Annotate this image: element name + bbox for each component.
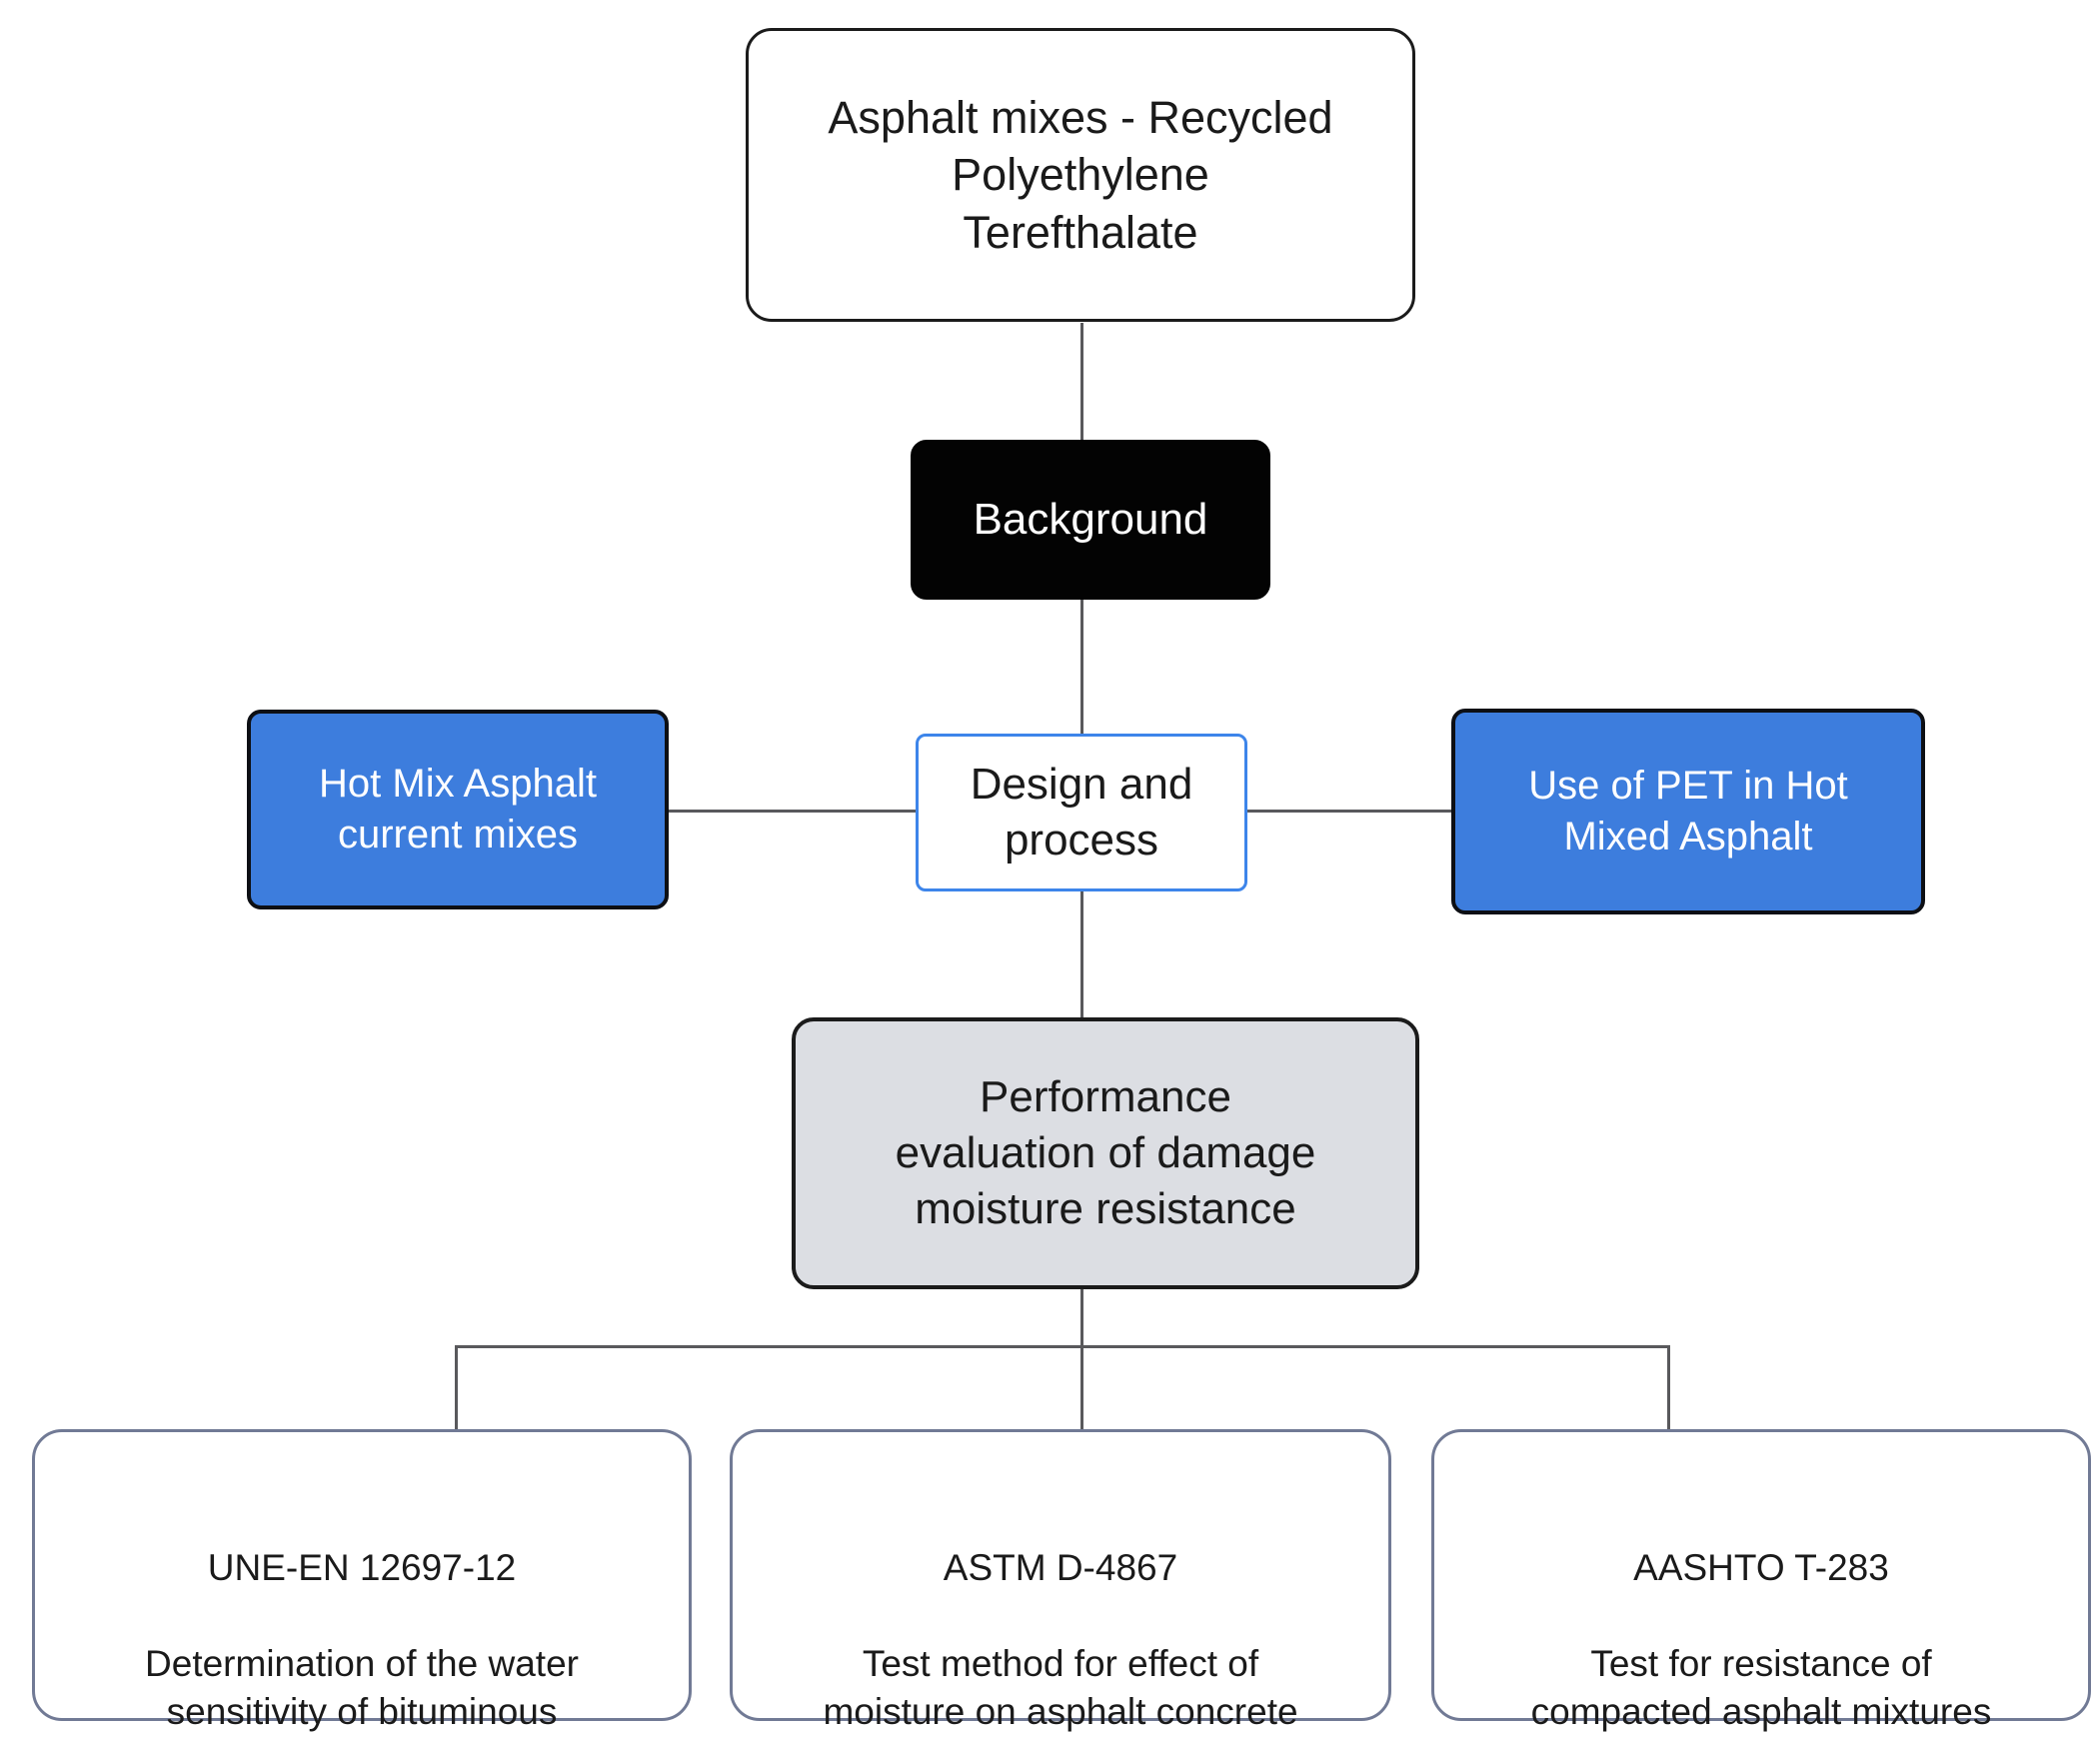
node-use-of-pet-in-hot-mixed-asphalt[interactable]: Use of PET in Hot Mixed Asphalt (1451, 709, 1925, 914)
connector-background-to-center (1080, 600, 1083, 735)
standard-description: Test method for effect of moisture on as… (823, 1643, 1298, 1742)
standard-code: ASTM D-4867 (943, 1547, 1178, 1589)
standard-code: AASHTO T-283 (1633, 1547, 1889, 1589)
connector-leg-standard-1 (455, 1345, 458, 1431)
node-performance-evaluation[interactable]: Performance evaluation of damage moistur… (792, 1017, 1419, 1289)
node-design-and-process[interactable]: Design and process (916, 734, 1247, 891)
standard-code: UNE-EN 12697-12 (207, 1547, 517, 1589)
connector-center-to-performance (1080, 890, 1083, 1018)
connector-distribution-bar (455, 1345, 1670, 1348)
connector-left-to-center (668, 810, 918, 813)
connector-root-to-background (1080, 323, 1083, 443)
standard-card-une-en[interactable]: UNE-EN 12697-12 Determination of the wat… (32, 1429, 692, 1742)
connector-performance-stem (1080, 1287, 1083, 1347)
node-background[interactable]: Background (911, 440, 1270, 600)
standard-card-aashto[interactable]: AASHTO T-283 Test for resistance of comp… (1431, 1429, 2091, 1742)
standard-description: Test for resistance of compacted asphalt… (1527, 1643, 1996, 1742)
connector-leg-standard-3 (1667, 1345, 1670, 1431)
connector-leg-standard-2 (1080, 1345, 1083, 1431)
connector-center-to-right (1246, 810, 1452, 813)
standard-card-astm[interactable]: ASTM D-4867 Test method for effect of mo… (730, 1429, 1391, 1742)
node-hot-mix-asphalt-current-mixes[interactable]: Hot Mix Asphalt current mixes (247, 710, 669, 909)
standard-description: Determination of the water sensitivity o… (145, 1643, 579, 1742)
node-root-asphalt-mixes[interactable]: Asphalt mixes - Recycled Polyethylene Te… (746, 28, 1415, 322)
